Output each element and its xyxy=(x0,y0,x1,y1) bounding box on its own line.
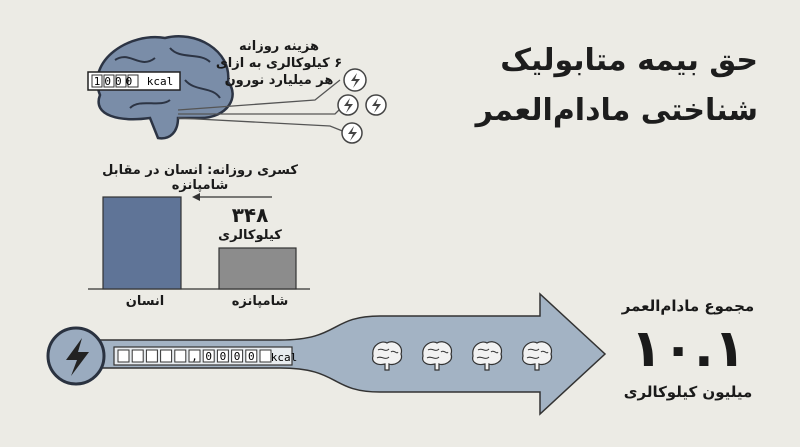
odometer-digit: 0 xyxy=(205,350,212,363)
brain-icon xyxy=(472,341,503,371)
arrow-brains xyxy=(372,341,553,371)
brain-meter-unit: kcal xyxy=(147,75,174,88)
brain-meter-value: 1000 xyxy=(94,75,137,88)
odometer-digit: , xyxy=(191,350,198,363)
total-value: ۱۰.۱ xyxy=(630,319,746,379)
odometer-cell xyxy=(131,349,144,363)
total-title: مجموع مادام‌العمر xyxy=(621,297,755,315)
tick-label-human: انسان xyxy=(125,294,165,309)
brain-icon xyxy=(422,341,453,371)
odometer-cell xyxy=(117,349,130,363)
odometer-digit: 0 xyxy=(248,350,255,363)
odometer-cell xyxy=(202,349,215,363)
chimp-unit: کیلوکالری xyxy=(218,228,282,243)
bar-chart-title: کسری روزانه: انسان در مقابل شامپانزه xyxy=(102,163,298,193)
lightning-icon xyxy=(46,326,106,386)
chimp-value: ۳۴۸ xyxy=(231,203,269,227)
tick-label-chimp: شامپانزه xyxy=(231,294,289,309)
odometer-cell xyxy=(259,349,272,363)
odometer-cell xyxy=(231,349,244,363)
odometer-cell xyxy=(174,349,187,363)
neuron-icon xyxy=(337,94,359,116)
neuron-icon xyxy=(365,94,387,116)
odometer-cell xyxy=(188,349,201,363)
lifetime-arrow xyxy=(54,292,607,416)
neuron-icon xyxy=(341,122,363,144)
brain-cost-line-1: هزینه روزانه xyxy=(239,39,319,54)
odometer-unit: kcal xyxy=(271,351,298,364)
title-line-1: حق بیمه متابولیک xyxy=(500,43,758,78)
bar-chimp xyxy=(218,247,297,290)
page-title: حق بیمه متابولیک شناختی مادام‌العمر xyxy=(428,36,758,136)
brain-cost-line-2: ۶ کیلوکالری به ازای xyxy=(215,56,343,71)
bar-human xyxy=(102,196,182,290)
odometer-cell xyxy=(160,349,173,363)
odometer-digit: 0 xyxy=(220,350,227,363)
odometer-digit: 0 xyxy=(234,350,241,363)
odometer-cell xyxy=(245,349,258,363)
odometer-cell xyxy=(145,349,158,363)
brain-meter: 1000 kcal xyxy=(87,71,181,91)
odometer-cell xyxy=(216,349,229,363)
brain-icon xyxy=(372,341,403,371)
neuron-icon xyxy=(343,68,367,92)
brain-icon xyxy=(522,341,553,371)
title-line-2: شناختی مادام‌العمر xyxy=(475,93,758,128)
brain-cost-line-3: هر میلیارد نورون xyxy=(224,73,334,88)
total-unit: میلیون کیلوکالری xyxy=(623,383,753,401)
bar-chart xyxy=(88,193,310,290)
brain-cost-text: هزینه روزانه ۶ کیلوکالری به ازای هر میلی… xyxy=(194,38,364,89)
